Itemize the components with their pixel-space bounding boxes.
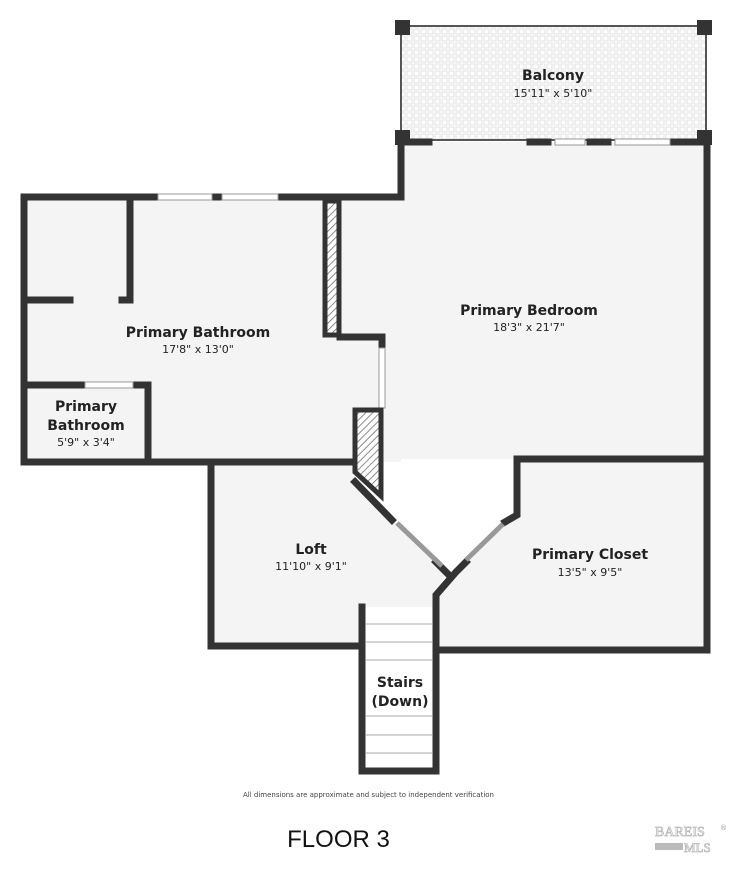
disclaimer: All dimensions are approximate and subje… — [243, 791, 494, 799]
svg-text:MLS: MLS — [684, 840, 711, 855]
room-name: Primary Closet — [532, 547, 648, 563]
room-label-primary-closet: Primary Closet 13'5" x 9'5" — [532, 547, 648, 579]
room-label-stairs: Stairs (Down) — [370, 672, 430, 714]
room-dims: 11'10" x 9'1" — [275, 560, 347, 573]
windows — [84, 138, 671, 568]
room-name: Loft — [295, 542, 327, 558]
room-dims: 15'11" x 5'10" — [514, 87, 593, 100]
bareis-mls-logo: BAREIS MLS ® — [655, 824, 727, 855]
room-name: Primary — [55, 399, 117, 415]
room-dims: 17'8" x 13'0" — [162, 343, 234, 356]
floor-label: FLOOR 3 — [287, 826, 390, 853]
room-label-primary-bathroom: Primary Bathroom 17'8" x 13'0" — [126, 325, 270, 356]
room-name: Stairs — [377, 675, 423, 691]
room-label-balcony: Balcony 15'11" x 5'10" — [514, 68, 593, 100]
svg-text:BAREIS: BAREIS — [655, 825, 705, 840]
room-label-loft: Loft 11'10" x 9'1" — [275, 542, 347, 573]
room-label-primary-bedroom: Primary Bedroom 18'3" x 21'7" — [460, 303, 598, 334]
room-label-primary-bathroom-small: Primary Bathroom 5'9" x 3'4" — [47, 399, 125, 449]
room-name-line2: (Down) — [372, 694, 429, 710]
stair-treads — [366, 623, 432, 754]
room-dims: 18'3" x 21'7" — [493, 321, 565, 334]
room-name-line2: Bathroom — [47, 418, 125, 434]
room-dims: 13'5" x 9'5" — [558, 566, 623, 579]
balcony — [395, 20, 712, 145]
room-name: Balcony — [522, 68, 584, 84]
svg-text:®: ® — [720, 824, 727, 832]
room-dims: 5'9" x 3'4" — [57, 436, 115, 449]
hatched-columns — [322, 198, 384, 502]
room-name: Primary Bathroom — [126, 325, 270, 341]
walls — [20, 138, 711, 775]
room-name: Primary Bedroom — [460, 303, 598, 319]
